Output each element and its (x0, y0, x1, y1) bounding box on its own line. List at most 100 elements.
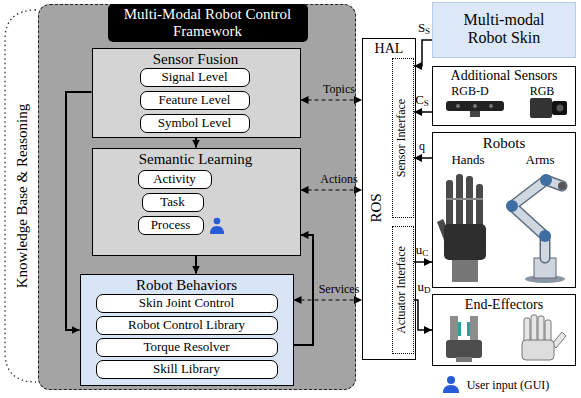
flow-arrow (294, 235, 314, 345)
item-label: Torque Resolver (143, 340, 229, 354)
camera-glass (557, 105, 564, 112)
box-text: ROS (368, 193, 385, 222)
flow-arrow (414, 300, 432, 330)
box-fill (80, 274, 294, 386)
gripper-body (446, 340, 482, 358)
edge-label: Actions (320, 173, 357, 186)
arm-joint (506, 200, 518, 212)
knowledge-bracket (5, 10, 36, 382)
box-heading: Robot Behaviors (136, 276, 237, 293)
device-box: Additional SensorsRGB-DRGB (432, 66, 576, 126)
box-fill (92, 148, 301, 256)
interface-box: Sensor Interface (392, 58, 414, 218)
item-pill: Robot Control Library (96, 316, 278, 335)
box-heading: Sensor Fusion (153, 50, 238, 67)
item-label: Task (160, 195, 184, 209)
box-heading: Semantic Learning (139, 150, 253, 167)
message-arrow (294, 299, 363, 300)
robot-arm (506, 174, 566, 283)
flow-arrow (414, 40, 432, 66)
finger (446, 180, 453, 228)
box-heading: Multi-Modal Robot Control Framework (108, 4, 308, 42)
box-heading: Sensor Interface (395, 99, 408, 177)
item-label: Skill Library (153, 362, 220, 376)
edge-label: Services (319, 283, 360, 296)
edge-label: SS (418, 21, 430, 37)
module-box: Sensor FusionSignal LevelFeature LevelSy… (92, 48, 301, 138)
item-pill: Signal Level (140, 68, 250, 87)
item-pill: Torque Resolver (96, 338, 278, 357)
finger (456, 174, 463, 228)
edge-label: uD (418, 280, 431, 296)
item-pill: Activity (138, 170, 212, 189)
user-icon (210, 218, 224, 234)
rgb-camera (530, 98, 567, 118)
item-label: Skin Joint Control (139, 296, 234, 310)
edge-label: q (419, 140, 425, 153)
skin-box: Multi-modal Robot Skin (432, 2, 576, 58)
gripper-pad (458, 322, 461, 336)
box-heading: Additional Sensors (451, 68, 558, 83)
module-box: Semantic LearningActivityTaskProcess (92, 148, 301, 256)
palm (444, 224, 486, 260)
edge-label: CS (415, 93, 429, 109)
arm-tool (558, 182, 566, 190)
finger (476, 184, 483, 228)
arm-link (512, 180, 562, 258)
gripper (446, 316, 482, 362)
middleware-box: HAL ROS Sensor InterfaceActuator Interface (362, 38, 416, 360)
arm-joint (540, 174, 552, 186)
prosthetic-hand (522, 315, 566, 360)
edge-label: Topics (323, 83, 355, 96)
flow-arrow (414, 261, 432, 263)
item-pill: Feature Level (140, 91, 250, 110)
item-label: Robot Control Library (128, 318, 245, 332)
item-pill: Skin Joint Control (96, 294, 278, 313)
rgbd-lens (456, 104, 460, 108)
camera-body (530, 98, 552, 118)
flow-arrow (195, 138, 197, 148)
arm-link-outline (512, 180, 562, 258)
box-text: Hands (451, 153, 484, 167)
user-icon-body (443, 385, 459, 393)
message-arrow (301, 99, 363, 100)
box-heading: End-Effectors (465, 297, 543, 312)
framework-panel: Multi-Modal Robot Control FrameworkSenso… (38, 4, 356, 390)
item-label: Feature Level (159, 93, 231, 107)
device-box: End-Effectors (432, 294, 576, 366)
camera-lens (552, 101, 567, 115)
gripper-finger (470, 316, 478, 342)
message-arrow (301, 189, 363, 190)
item-label: Activity (153, 172, 196, 186)
box-heading: Robots (483, 135, 526, 152)
rgbd-stand (470, 111, 480, 117)
item-label: Symbol Level (158, 116, 231, 130)
item-label: Process (151, 218, 191, 232)
side-label: Knowledge Base & Reasoning (14, 104, 31, 289)
box-text: RGB (530, 85, 555, 98)
box-heading: Multi-modal Robot Skin (448, 11, 560, 46)
arm-joint (539, 230, 551, 242)
device-box: RobotsHands Arms (432, 132, 576, 288)
rgbd-sensor (446, 101, 504, 117)
user-icon-head (214, 218, 221, 225)
user-icon-head (447, 376, 455, 384)
flow-arrow (414, 157, 432, 159)
finger-joint (446, 198, 483, 200)
box-text: Arms (526, 153, 555, 167)
box-heading: Actuator Interface (395, 246, 408, 334)
item-label: Signal Level (161, 70, 227, 84)
gripper-finger (450, 316, 458, 342)
user-input-label: User input (GUI) (467, 379, 550, 392)
box-heading: HAL (375, 41, 404, 56)
rgbd-lens (489, 104, 493, 108)
item-pill: Process (138, 216, 204, 235)
robot-hand (437, 174, 486, 282)
module-box: Robot BehaviorsSkin Joint ControlRobot C… (80, 274, 294, 386)
interface-box: Actuator Interface (392, 226, 414, 354)
finger (466, 176, 473, 228)
edge-label: uC (416, 243, 429, 259)
user-icon (443, 376, 459, 393)
